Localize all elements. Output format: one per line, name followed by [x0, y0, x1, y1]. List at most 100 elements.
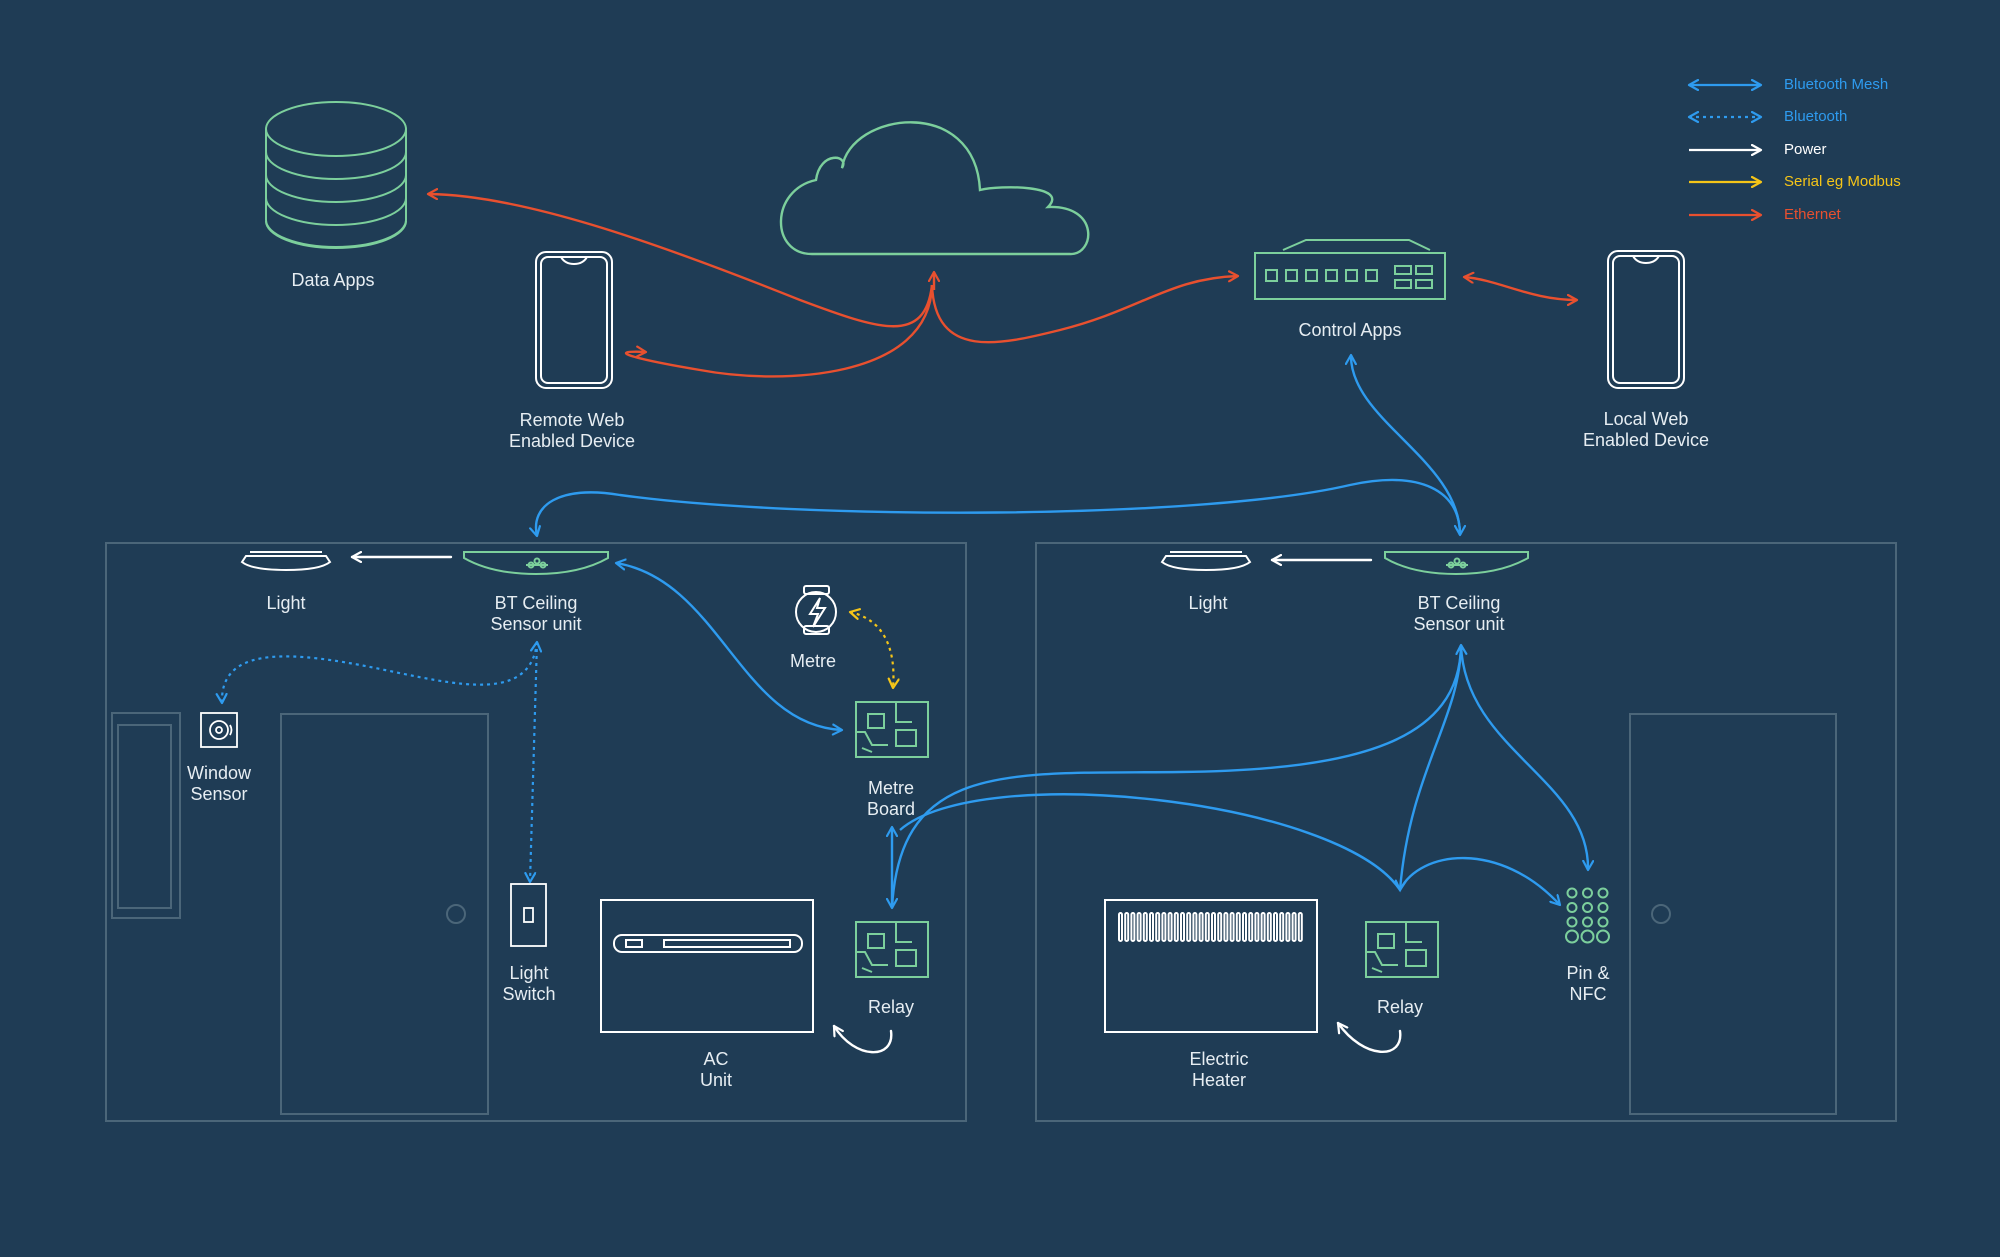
heater-fin [1136, 912, 1142, 942]
legend-arrows [1689, 85, 1761, 215]
label-metre: Metre [789, 651, 837, 671]
link-control-local-device [1464, 277, 1577, 300]
ethernet-links [428, 194, 1577, 378]
keypad-key [1597, 902, 1609, 913]
heater-fin [1198, 912, 1204, 942]
door [280, 713, 489, 1115]
heater-fin [1235, 912, 1241, 942]
heater-fin [1242, 912, 1247, 942]
ceiling-light-icon [1160, 551, 1252, 572]
legend-item-power: Power [1784, 141, 1827, 158]
heater-fin [1204, 912, 1210, 942]
heater-fin [1254, 912, 1260, 942]
keypad-key [1566, 887, 1578, 899]
keypad-key [1565, 929, 1579, 944]
link-room2-sensor-pin [1461, 645, 1588, 870]
heater-fin [1149, 912, 1154, 942]
link-sensor-switch [530, 641, 539, 882]
keypad-icon [1565, 887, 1610, 944]
link-sensor-window [222, 642, 537, 703]
link-cloud-data-apps [428, 194, 934, 328]
energy-metre-icon [795, 585, 837, 635]
label-room1-light: Light [266, 593, 306, 613]
window-frame [111, 712, 181, 919]
heater-fin [1186, 912, 1192, 942]
heater-icon [1104, 899, 1318, 1033]
label-room1-relay: Relay [867, 997, 915, 1017]
heater-fin [1118, 912, 1123, 942]
link-room2-sensor-relay [1400, 644, 1463, 890]
heater-fin [1279, 912, 1285, 942]
keypad-key [1566, 902, 1578, 913]
legend-item-serial: Serial eg Modbus [1784, 173, 1901, 190]
legend-item-ethernet: Ethernet [1784, 206, 1841, 223]
heater-fin [1211, 912, 1216, 942]
heater-fin [1285, 912, 1291, 942]
link-relay-heater [1336, 1021, 1402, 1054]
ceiling-light-icon [240, 551, 332, 572]
legend-item-bluetooth-mesh: Bluetooth Mesh [1784, 76, 1889, 93]
heater-fin [1297, 912, 1303, 942]
door-knob [446, 904, 466, 924]
label-control-apps: Control Apps [1298, 320, 1402, 340]
database-icon [265, 101, 407, 249]
door-knob [1651, 904, 1671, 924]
link-control-room2-sensor [1351, 355, 1460, 535]
heater-fin [1229, 912, 1235, 942]
network-switch-icon [1254, 239, 1446, 300]
heater-fin [1273, 912, 1278, 942]
label-data-apps: Data Apps [291, 270, 375, 290]
window-sensor-icon [200, 712, 238, 748]
link-room2-room1-sensor [536, 478, 1462, 536]
heater-fin [1260, 912, 1266, 942]
heater-fin [1124, 912, 1130, 942]
room-right [1035, 542, 1897, 1122]
ceiling-sensor-icon [463, 551, 609, 576]
ac-unit-icon [600, 899, 814, 1033]
heater-fin [1217, 912, 1223, 942]
label-room2-light: Light [1188, 593, 1228, 613]
room-left [105, 542, 967, 1122]
keypad-key [1580, 929, 1595, 944]
light-switch-icon [510, 883, 547, 947]
heater-fin [1173, 912, 1179, 942]
link-cloud-control-apps [930, 276, 1238, 344]
heater-fin [1291, 912, 1297, 942]
legend-item-bluetooth: Bluetooth [1784, 108, 1848, 125]
label-room2-relay: Relay [1376, 997, 1424, 1017]
smartphone-icon [1607, 250, 1685, 389]
link-sensor-metre-board [616, 563, 842, 730]
circuit-board-icon [855, 701, 929, 758]
heater-fin [1167, 912, 1173, 942]
circuit-board-icon [855, 921, 929, 978]
heater-fin [1248, 912, 1254, 942]
ceiling-sensor-icon [1384, 551, 1529, 576]
heater-fin [1142, 912, 1148, 942]
heater-fin [1155, 912, 1161, 942]
keypad-key [1566, 916, 1578, 928]
link-mesh-pin [899, 793, 1560, 905]
keypad-key [1582, 902, 1593, 913]
heater-fin [1161, 912, 1167, 942]
keypad-key [1597, 916, 1609, 928]
heater-fin [1266, 912, 1272, 942]
keypad-key [1597, 887, 1609, 899]
door [1629, 713, 1837, 1115]
link-room2-sensor-room1-relay [890, 644, 1463, 909]
circuit-board-icon [1365, 921, 1439, 978]
link-relay-ac [832, 1024, 893, 1054]
keypad-key [1582, 916, 1593, 928]
heater-fin [1130, 912, 1136, 942]
keypad-key [1582, 887, 1593, 899]
heater-fin [1192, 912, 1198, 942]
link-metre-metre-board [850, 612, 893, 688]
